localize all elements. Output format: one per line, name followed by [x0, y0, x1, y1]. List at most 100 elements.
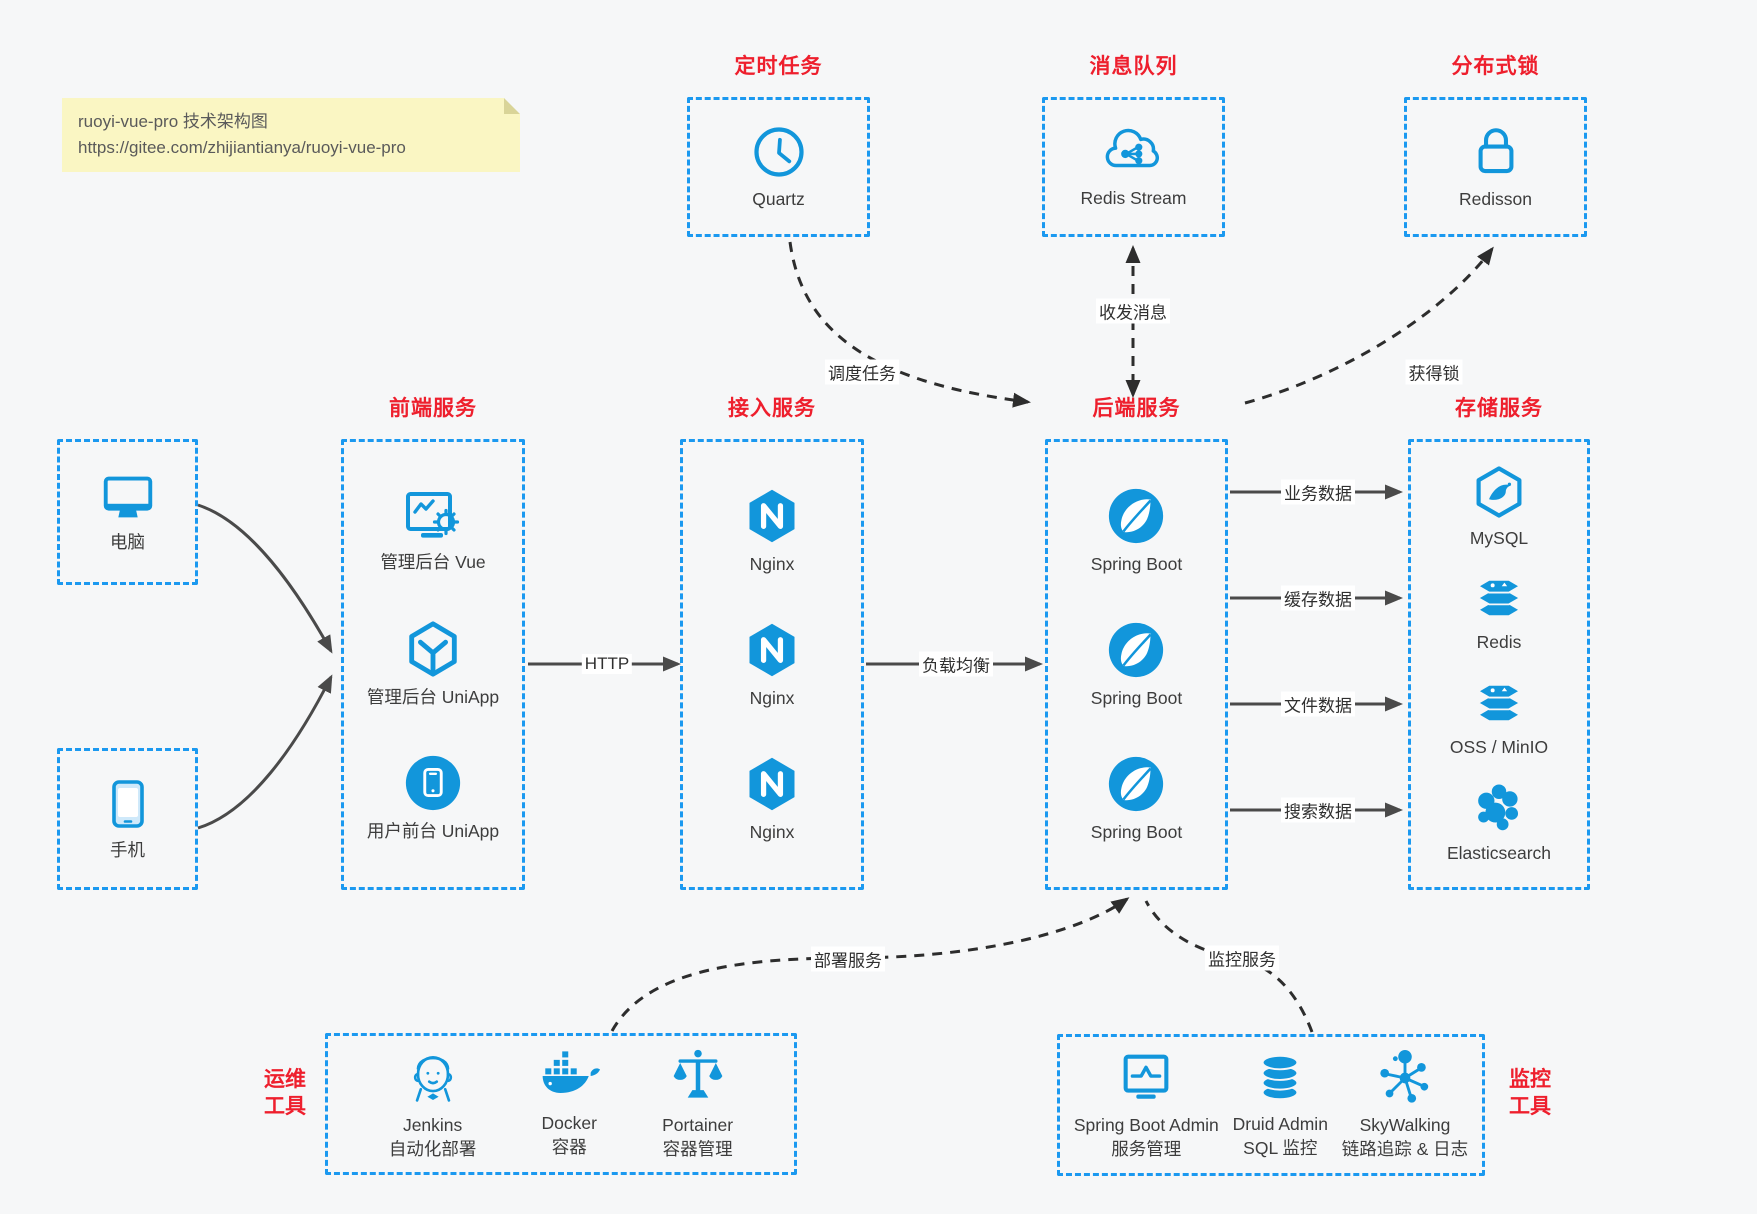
- item-oss-minio: OSS / MinIO: [1450, 676, 1548, 760]
- spring-boot-icon: [1109, 622, 1164, 677]
- item-quartz: Quartz: [749, 122, 809, 212]
- edge-label-http: HTTP: [581, 654, 633, 674]
- item-label: 电脑: [110, 532, 145, 553]
- item-label: Spring Boot Admin 服务管理: [1074, 1114, 1219, 1161]
- item-label: Redisson: [1459, 189, 1532, 210]
- item-druid: Druid Admin SQL 监控: [1233, 1049, 1328, 1160]
- backend-box: Spring Boot Spring Boot Spring Boot: [1045, 439, 1228, 890]
- item-redisson: Redisson: [1459, 122, 1532, 212]
- group-title-frontend: 前端服务: [389, 397, 477, 420]
- edge-label-monitor-service: 监控服务: [1205, 945, 1279, 971]
- note-title: ruoyi-vue-pro 技术架构图: [78, 112, 268, 131]
- item-springboot-1: Spring Boot: [1091, 485, 1182, 577]
- monitor-tools-box: Spring Boot Admin 服务管理 Druid Admin SQL 监…: [1057, 1034, 1485, 1176]
- group-title-gateway: 接入服务: [728, 397, 816, 420]
- item-docker: Docker 容器: [537, 1048, 601, 1159]
- scheduler-box: Quartz: [687, 97, 870, 237]
- item-admin-uniapp: 管理后台 UniApp: [367, 618, 499, 710]
- item-desc: 链路追踪 & 日志: [1341, 1139, 1469, 1159]
- item-name: Jenkins: [402, 1115, 463, 1136]
- lock-icon: [1478, 128, 1513, 174]
- item-portainer: Portainer 容器管理: [662, 1046, 733, 1161]
- item-name: Spring Boot Admin: [1073, 1115, 1219, 1136]
- item-label: Spring Boot: [1090, 821, 1183, 842]
- gateway-box: Nginx Nginx Nginx: [680, 439, 864, 890]
- mq-box: Redis Stream: [1042, 97, 1225, 237]
- item-nginx-3: Nginx: [742, 753, 802, 845]
- item-nginx-1: Nginx: [742, 485, 802, 577]
- item-springboot-2: Spring Boot: [1091, 619, 1182, 711]
- nginx-icon: [749, 623, 795, 676]
- sticky-note: ruoyi-vue-pro 技术架构图 https://gitee.com/zh…: [62, 98, 520, 172]
- item-label: MySQL: [1469, 527, 1529, 548]
- ops-tools-title: 运维 工具: [252, 1066, 318, 1120]
- group-title-backend: 后端服务: [1092, 397, 1181, 420]
- cloud-queue-icon: [1106, 129, 1160, 168]
- item-label: Elasticsearch: [1446, 843, 1552, 864]
- edge-label-message: 收发消息: [1096, 298, 1170, 324]
- mysql-icon: [1476, 466, 1522, 518]
- cube-icon: [409, 621, 457, 677]
- item-label: Spring Boot: [1090, 687, 1183, 708]
- item-label: Nginx: [749, 821, 795, 842]
- item-elasticsearch: Elasticsearch: [1447, 780, 1551, 866]
- device-pc-box: 电脑: [57, 439, 198, 585]
- device-phone-box: 手机: [57, 748, 198, 890]
- jenkins-icon: [413, 1056, 452, 1103]
- edge-label-acquire-lock: 获得锁: [1405, 359, 1463, 385]
- item-label: Nginx: [749, 687, 795, 708]
- item-name: Docker: [541, 1113, 597, 1134]
- phone-icon: [111, 780, 144, 828]
- clock-icon: [753, 127, 804, 177]
- item-label: Nginx: [749, 553, 795, 574]
- edge-label-file-data: 文件数据: [1281, 691, 1355, 717]
- item-desc: 容器管理: [662, 1139, 733, 1159]
- item-user-uniapp: 用户前台 UniApp: [367, 752, 499, 844]
- item-skywalking: SkyWalking 链路追踪 & 日志: [1342, 1048, 1468, 1161]
- edge-label-biz-data: 业务数据: [1281, 479, 1355, 505]
- scales-icon: [673, 1050, 722, 1098]
- edge-label-schedule: 调度任务: [825, 359, 899, 385]
- item-springboot-admin: Spring Boot Admin 服务管理: [1074, 1048, 1219, 1161]
- item-label: Jenkins 自动化部署: [389, 1114, 477, 1161]
- item-redis-stream: Redis Stream: [1080, 123, 1187, 211]
- item-label: OSS / MinIO: [1449, 736, 1549, 757]
- edge-label-cache-data: 缓存数据: [1281, 585, 1355, 611]
- monitor-title-line2: 工具: [1509, 1095, 1551, 1118]
- ops-title-line2: 工具: [264, 1095, 306, 1118]
- item-label: Spring Boot: [1090, 553, 1183, 574]
- group-title-mq: 消息队列: [1089, 55, 1178, 78]
- mobile-app-circle-icon: [405, 756, 461, 811]
- item-phone: 手机: [101, 775, 155, 863]
- ops-tools-box: Jenkins 自动化部署 Docker 容器: [325, 1033, 797, 1175]
- network-hub-icon: [1380, 1050, 1429, 1104]
- item-label: Portainer 容器管理: [662, 1114, 733, 1161]
- edge-label-search-data: 搜索数据: [1281, 797, 1355, 823]
- edge-label-load-balance: 负载均衡: [919, 651, 993, 677]
- item-name: SkyWalking: [1359, 1115, 1451, 1136]
- edge-label-deploy: 部署服务: [811, 946, 885, 972]
- item-label: 手机: [110, 840, 145, 861]
- admin-screen-gear-icon: [405, 492, 460, 538]
- monitor-pulse-icon: [1123, 1055, 1169, 1100]
- nginx-icon: [749, 757, 795, 811]
- item-label: 用户前台 UniApp: [366, 821, 500, 842]
- desktop-icon: [103, 476, 152, 518]
- item-redis: Redis: [1470, 571, 1528, 655]
- item-name: Portainer: [662, 1115, 734, 1136]
- item-label: 管理后台 UniApp: [366, 686, 500, 707]
- item-name: Druid Admin: [1232, 1114, 1328, 1135]
- arrow-pc-to-frontend: [197, 503, 333, 654]
- item-label: Quartz: [752, 189, 805, 210]
- item-desc: 服务管理: [1111, 1139, 1182, 1159]
- note-url: https://gitee.com/zhijiantianya/ruoyi-vu…: [78, 138, 406, 157]
- item-desc: 容器: [551, 1137, 587, 1157]
- item-label: Docker 容器: [542, 1112, 597, 1159]
- item-admin-vue: 管理后台 Vue: [380, 485, 486, 575]
- group-title-storage: 存储服务: [1455, 397, 1543, 420]
- group-title-scheduler: 定时任务: [734, 55, 823, 78]
- ops-title-line1: 运维: [264, 1068, 306, 1091]
- item-label: SkyWalking 链路追踪 & 日志: [1342, 1114, 1468, 1161]
- group-title-lock: 分布式锁: [1451, 55, 1540, 78]
